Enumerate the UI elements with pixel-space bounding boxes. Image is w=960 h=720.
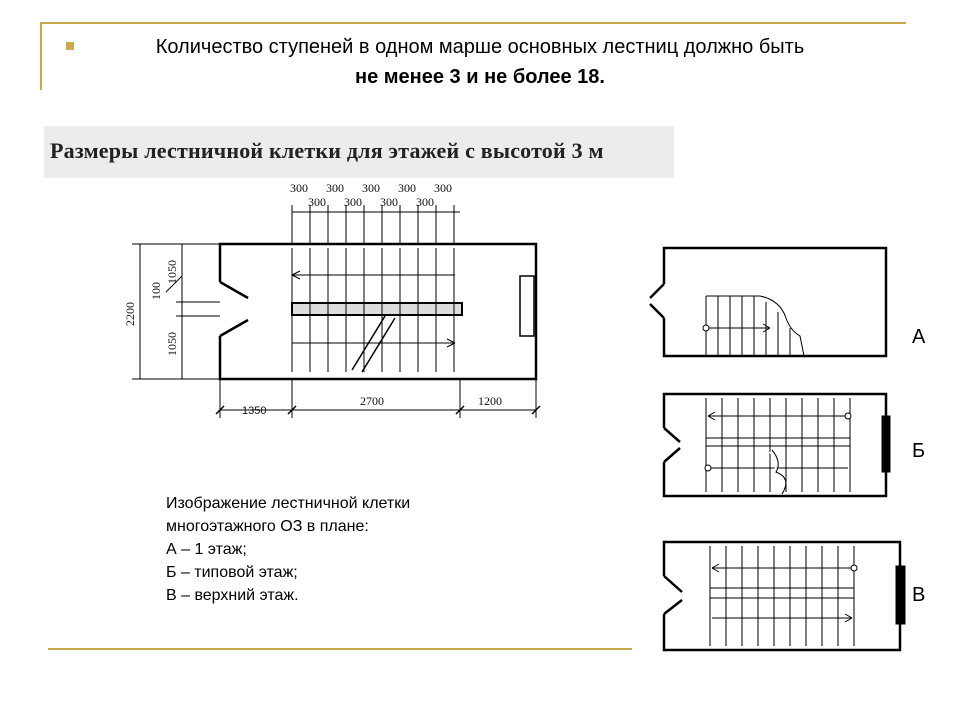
headline: Количество ступеней в одном марше основн… [80, 32, 880, 92]
caption-line-1: Изображение лестничной клетки [166, 495, 411, 512]
caption-line-2: многоэтажного ОЗ в плане: [166, 518, 369, 535]
banner-image: Размеры лестничной клетки для этажей с в… [44, 126, 674, 178]
dim-bottom-1: 1350 [242, 405, 266, 417]
dim-bottom-3: 1200 [478, 394, 502, 408]
caption-line-5: В – верхний этаж. [166, 587, 299, 604]
dim-top-9: 300 [380, 195, 398, 209]
caption: Изображение лестничной клетки многоэтажн… [166, 492, 526, 607]
dim-top-7: 300 [308, 195, 326, 209]
dim-top-2: 300 [326, 181, 344, 195]
plan-a-label: А [912, 326, 926, 348]
banner-title: Размеры лестничной клетки для этажей с в… [50, 138, 604, 163]
dim-left-upper: 1050 [165, 260, 179, 284]
dim-left-total: 2200 [123, 302, 137, 326]
stair-plan-c [662, 540, 906, 652]
top-border-rule [40, 22, 906, 24]
headline-line1: Количество ступеней в одном марше основн… [155, 36, 805, 58]
dim-top-5: 300 [434, 181, 452, 195]
dim-top-1: 300 [290, 181, 308, 195]
left-border-rule [40, 22, 42, 90]
dim-top-4: 300 [398, 181, 416, 195]
dim-left-lower: 1050 [165, 332, 179, 356]
dim-top-8: 300 [344, 195, 362, 209]
bullet-icon [66, 42, 74, 50]
dim-top-3: 300 [362, 181, 380, 195]
dim-bottom-2: 2700 [360, 394, 384, 408]
dim-landing-gap: 100 [149, 282, 163, 300]
stair-plan-b [662, 392, 891, 498]
dim-top-10: 300 [416, 195, 434, 209]
caption-line-4: Б – типовой этаж; [166, 564, 298, 581]
stair-plan-a [649, 246, 888, 358]
plan-b-label: Б [912, 440, 926, 462]
headline-line2: не менее 3 и не более 18. [355, 66, 605, 88]
caption-line-3: А – 1 этаж; [166, 541, 247, 558]
bottom-border-rule [48, 648, 632, 650]
main-stair-plan [132, 205, 541, 418]
plan-c-label: В [912, 584, 926, 606]
